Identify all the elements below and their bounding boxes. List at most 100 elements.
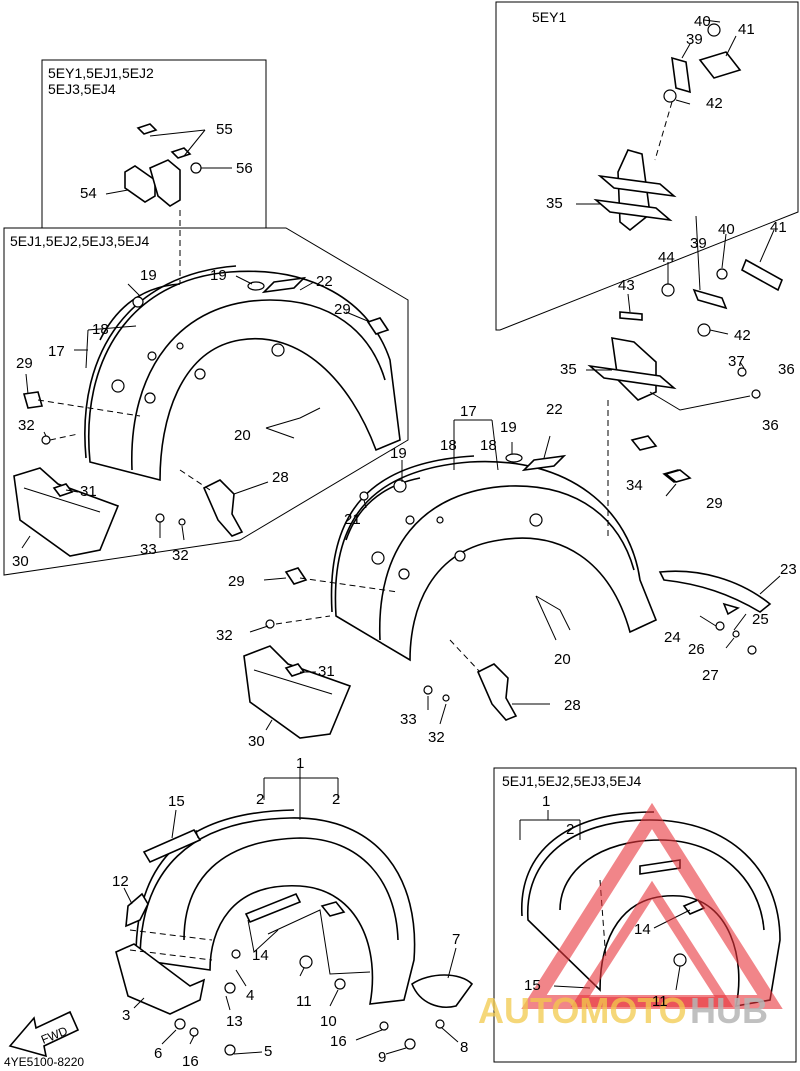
box-small-parts: 5EY1,5EJ1,5EJ2 5EJ3,5EJ4 bbox=[41, 59, 267, 229]
box-rear-fender-variant: 5EJ1,5EJ2,5EJ3,5EJ4 bbox=[3, 227, 409, 576]
callout-15: 15 bbox=[168, 793, 185, 810]
callout-28: 28 bbox=[272, 469, 289, 486]
callout-15b: 15 bbox=[524, 977, 541, 994]
callout-24: 24 bbox=[664, 629, 681, 646]
callout-40: 40 bbox=[694, 13, 711, 30]
callout-1b: 1 bbox=[542, 793, 550, 810]
callout-2c: 2 bbox=[566, 821, 574, 838]
callout-44: 44 bbox=[658, 249, 675, 266]
callout-41b: 41 bbox=[770, 219, 787, 236]
callout-34: 34 bbox=[626, 477, 643, 494]
callout-33: 33 bbox=[140, 541, 157, 558]
callout-19c: 19 bbox=[500, 419, 517, 436]
callout-7: 7 bbox=[452, 931, 460, 948]
watermark-text-auto: AUTOMOTO bbox=[478, 990, 687, 1031]
callout-20b: 20 bbox=[554, 651, 571, 668]
callout-30b: 30 bbox=[248, 733, 265, 750]
callout-19: 19 bbox=[140, 267, 157, 284]
callout-6: 6 bbox=[154, 1045, 162, 1062]
rear-fender-variant-drawing bbox=[13, 265, 401, 557]
callout-29c: 29 bbox=[706, 495, 723, 512]
callout-33b: 33 bbox=[400, 711, 417, 728]
callout-42b: 42 bbox=[734, 327, 751, 344]
callout-32b: 32 bbox=[172, 547, 189, 564]
callout-29: 29 bbox=[334, 301, 351, 318]
callout-31: 31 bbox=[80, 483, 97, 500]
callout-31b: 31 bbox=[318, 663, 335, 680]
callout-21: 21 bbox=[344, 511, 361, 528]
box-bracket-5ey1: 5EY1 bbox=[495, 1, 799, 331]
callout-5: 5 bbox=[264, 1043, 272, 1060]
front-fender-drawing bbox=[115, 768, 474, 1056]
callout-17b: 17 bbox=[460, 403, 477, 420]
box-front-fender-variant: 5EJ1,5EJ2,5EJ3,5EJ4 bbox=[493, 767, 797, 1063]
callout-18c: 18 bbox=[480, 437, 497, 454]
callout-54: 54 bbox=[80, 185, 97, 202]
callout-10: 10 bbox=[320, 1013, 337, 1030]
callout-36: 36 bbox=[778, 361, 795, 378]
callout-14b: 14 bbox=[634, 921, 651, 938]
callout-56: 56 bbox=[236, 160, 253, 177]
box-small-parts-header-2: 5EJ3,5EJ4 bbox=[48, 81, 116, 97]
callout-39b: 39 bbox=[690, 235, 707, 252]
callout-43: 43 bbox=[618, 277, 635, 294]
watermark: AUTOMOTO HUB bbox=[478, 802, 783, 1031]
front-fender-variant-drawing bbox=[519, 810, 781, 1007]
callout-32: 32 bbox=[18, 417, 35, 434]
callout-55: 55 bbox=[216, 121, 233, 138]
callout-11b: 11 bbox=[652, 993, 668, 1010]
callout-26: 26 bbox=[688, 641, 705, 658]
callout-29d: 29 bbox=[228, 573, 245, 590]
box-bracket-header: 5EY1 bbox=[532, 9, 566, 25]
callout-11: 11 bbox=[296, 993, 312, 1010]
callout-27: 27 bbox=[702, 667, 719, 684]
callout-19b: 19 bbox=[210, 267, 227, 284]
callout-25: 25 bbox=[752, 611, 769, 628]
callout-22: 22 bbox=[316, 273, 333, 290]
callout-18b: 18 bbox=[440, 437, 457, 454]
callout-32c: 32 bbox=[216, 627, 233, 644]
callout-40b: 40 bbox=[718, 221, 735, 238]
callout-30: 30 bbox=[12, 553, 29, 570]
callout-20: 20 bbox=[234, 427, 251, 444]
box-small-parts-header-1: 5EY1,5EJ1,5EJ2 bbox=[48, 65, 154, 81]
callout-9: 9 bbox=[378, 1049, 386, 1066]
watermark-text-hub: HUB bbox=[690, 990, 768, 1031]
callout-19d: 19 bbox=[390, 445, 407, 462]
callout-32d: 32 bbox=[428, 729, 445, 746]
fwd-marker: FWD bbox=[8, 1010, 80, 1058]
small-bracket-assembly bbox=[105, 123, 232, 340]
box-front-variant-header: 5EJ1,5EJ2,5EJ3,5EJ4 bbox=[502, 773, 642, 789]
callout-39: 39 bbox=[686, 31, 703, 48]
callout-22b: 22 bbox=[546, 401, 563, 418]
bracket-5ey1-assembly bbox=[576, 19, 742, 232]
callout-23: 23 bbox=[780, 561, 797, 578]
callout-8: 8 bbox=[460, 1039, 468, 1056]
callout-36b: 36 bbox=[762, 417, 779, 434]
callout-35: 35 bbox=[546, 195, 563, 212]
callout-4: 4 bbox=[246, 987, 254, 1004]
callout-2b: 2 bbox=[332, 791, 340, 808]
callout-labels: 40 41 39 42 35 55 56 54 39 40 41 44 43 4… bbox=[12, 13, 797, 1070]
callout-42: 42 bbox=[706, 95, 723, 112]
rear-fender-drawing bbox=[243, 419, 781, 739]
callout-2: 2 bbox=[256, 791, 264, 808]
callout-12: 12 bbox=[112, 873, 129, 890]
figure-code: 4YE5100-8220 bbox=[4, 1055, 84, 1069]
callout-28b: 28 bbox=[564, 697, 581, 714]
callout-35b: 35 bbox=[560, 361, 577, 378]
box-rear-variant-header: 5EJ1,5EJ2,5EJ3,5EJ4 bbox=[10, 233, 150, 249]
callout-18: 18 bbox=[92, 321, 109, 338]
callout-41: 41 bbox=[738, 21, 755, 38]
callout-14: 14 bbox=[252, 947, 269, 964]
callout-37: 37 bbox=[728, 353, 745, 370]
callout-16b: 16 bbox=[330, 1033, 347, 1050]
callout-16: 16 bbox=[182, 1053, 199, 1070]
callout-3: 3 bbox=[122, 1007, 130, 1024]
callout-13: 13 bbox=[226, 1013, 243, 1030]
callout-1: 1 bbox=[296, 755, 304, 772]
bracket-standard-assembly bbox=[586, 215, 784, 500]
callout-17: 17 bbox=[48, 343, 65, 360]
callout-29b: 29 bbox=[16, 355, 33, 372]
